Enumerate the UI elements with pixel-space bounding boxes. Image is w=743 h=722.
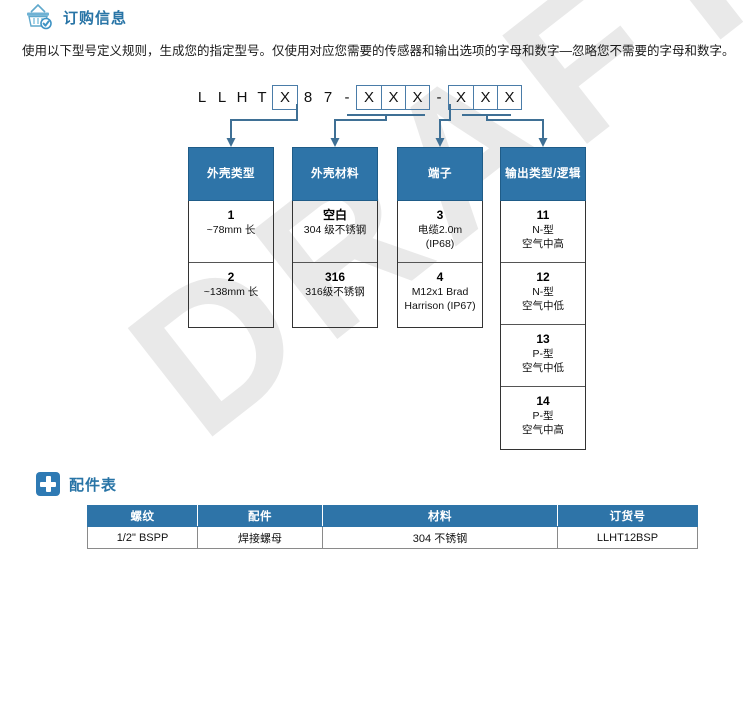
option-column-housing-type: 外壳类型 1 ~78mm 长 2 ~138mm 长 [188, 147, 274, 328]
cell-order-number: LLHT12BSP [557, 526, 698, 549]
model-char: L [197, 89, 207, 106]
option-cell[interactable]: 空白 304 级不锈钢 [293, 201, 377, 263]
shopping-basket-check-icon [24, 4, 54, 30]
option-cell[interactable]: 1 ~78mm 长 [189, 201, 273, 263]
model-dash: - [436, 89, 442, 106]
model-box-group-housing: X [272, 85, 298, 110]
model-box: X [363, 89, 374, 106]
option-column-output-type-logic: 输出类型/逻辑 11 N-型 空气中高 12 N-型 空气中低 13 P-型 空… [500, 147, 586, 450]
option-cell[interactable]: 3 电缆2.0m (IP68) [398, 201, 482, 263]
option-cell[interactable]: 316 316级不锈钢 [293, 263, 377, 327]
column-header: 输出类型/逻辑 [500, 147, 586, 201]
option-desc: 304 级不锈钢 [303, 224, 367, 237]
model-box: X [381, 86, 405, 109]
model-char: 8 [303, 89, 313, 106]
accessories-table: 螺纹 配件 材料 订货号 1/2" BSPP 焊接螺母 304 不锈钢 LLHT… [87, 505, 698, 549]
ordering-information-page: 订购信息 使用以下型号定义规则，生成您的指定型号。仅使用对应您需要的传感器和输出… [22, 4, 735, 549]
accessories-title: 配件表 [69, 476, 118, 494]
option-desc: ~138mm 长 [203, 286, 259, 299]
option-code: 2 [227, 270, 235, 284]
ordering-info-title: 订购信息 [63, 9, 128, 27]
model-char: 7 [323, 89, 333, 106]
column-header: 外壳材料 [292, 147, 378, 201]
option-desc: 316级不锈钢 [305, 286, 365, 299]
option-column-housing-material: 外壳材料 空白 304 级不锈钢 316 316级不锈钢 [292, 147, 378, 328]
option-desc: P-型 空气中高 [522, 410, 564, 437]
option-cell[interactable]: 2 ~138mm 长 [189, 263, 273, 327]
option-cell[interactable]: 11 N-型 空气中高 [501, 201, 585, 263]
option-desc: 电缆2.0m (IP68) [417, 224, 463, 251]
column-body: 11 N-型 空气中高 12 N-型 空气中低 13 P-型 空气中低 14 P… [500, 201, 586, 450]
option-code: 316 [324, 270, 346, 284]
model-box: X [405, 86, 429, 109]
option-cell[interactable]: 4 M12x1 Brad Harrison (IP67) [398, 263, 482, 327]
plus-square-icon [36, 472, 60, 496]
model-box: X [473, 86, 497, 109]
option-code: 12 [536, 270, 550, 284]
option-cell[interactable]: 12 N-型 空气中低 [501, 263, 585, 325]
column-header: 端子 [397, 147, 483, 201]
option-code: 1 [227, 208, 235, 222]
option-desc: P-型 空气中低 [522, 348, 564, 375]
option-code: 11 [536, 208, 550, 222]
option-column-terminal: 端子 3 电缆2.0m (IP68) 4 M12x1 Brad Harrison… [397, 147, 483, 328]
model-box: X [497, 86, 521, 109]
model-box-group-output: X X X [448, 85, 522, 110]
option-cell[interactable]: 14 P-型 空气中高 [501, 387, 585, 449]
option-code: 14 [536, 394, 550, 408]
option-code: 空白 [322, 208, 347, 222]
column-body: 空白 304 级不锈钢 316 316级不锈钢 [292, 201, 378, 328]
ordering-info-header: 订购信息 [24, 4, 127, 30]
column-body: 3 电缆2.0m (IP68) 4 M12x1 Brad Harrison (I… [397, 201, 483, 328]
accessories-header: 配件表 [36, 472, 117, 496]
option-code: 3 [436, 208, 444, 222]
column-header-material: 材料 [322, 505, 558, 527]
table-header-row: 螺纹 配件 材料 订货号 [87, 505, 698, 527]
cell-material: 304 不锈钢 [322, 526, 558, 549]
table-row: 1/2" BSPP 焊接螺母 304 不锈钢 LLHT12BSP [87, 526, 698, 549]
column-header-order-number: 订货号 [557, 505, 698, 527]
model-box-group-material-terminal: X X X [356, 85, 430, 110]
cell-accessory: 焊接螺母 [197, 526, 323, 549]
option-code: 4 [436, 270, 444, 284]
column-body: 1 ~78mm 长 2 ~138mm 长 [188, 201, 274, 328]
option-desc: N-型 空气中低 [522, 286, 564, 313]
model-box: X [455, 89, 466, 106]
column-header-accessory: 配件 [197, 505, 323, 527]
option-desc: N-型 空气中高 [522, 224, 564, 251]
model-box: X [279, 89, 290, 106]
model-code-string: L L H T X 8 7 - X X X - X X X [192, 84, 522, 111]
column-header: 外壳类型 [188, 147, 274, 201]
model-connector-lines [226, 104, 548, 147]
option-code: 13 [536, 332, 550, 346]
option-desc: ~78mm 长 [206, 224, 256, 237]
ordering-intro-text: 使用以下型号定义规则，生成您的指定型号。仅使用对应您需要的传感器和输出选项的字母… [22, 44, 735, 58]
option-cell[interactable]: 13 P-型 空气中低 [501, 325, 585, 387]
model-char: H [236, 89, 248, 106]
model-char: T [257, 89, 267, 106]
model-dash: - [344, 89, 350, 106]
option-desc: M12x1 Brad Harrison (IP67) [404, 286, 476, 313]
cell-thread: 1/2" BSPP [87, 526, 198, 549]
model-char: L [217, 89, 227, 106]
column-header-thread: 螺纹 [87, 505, 198, 527]
